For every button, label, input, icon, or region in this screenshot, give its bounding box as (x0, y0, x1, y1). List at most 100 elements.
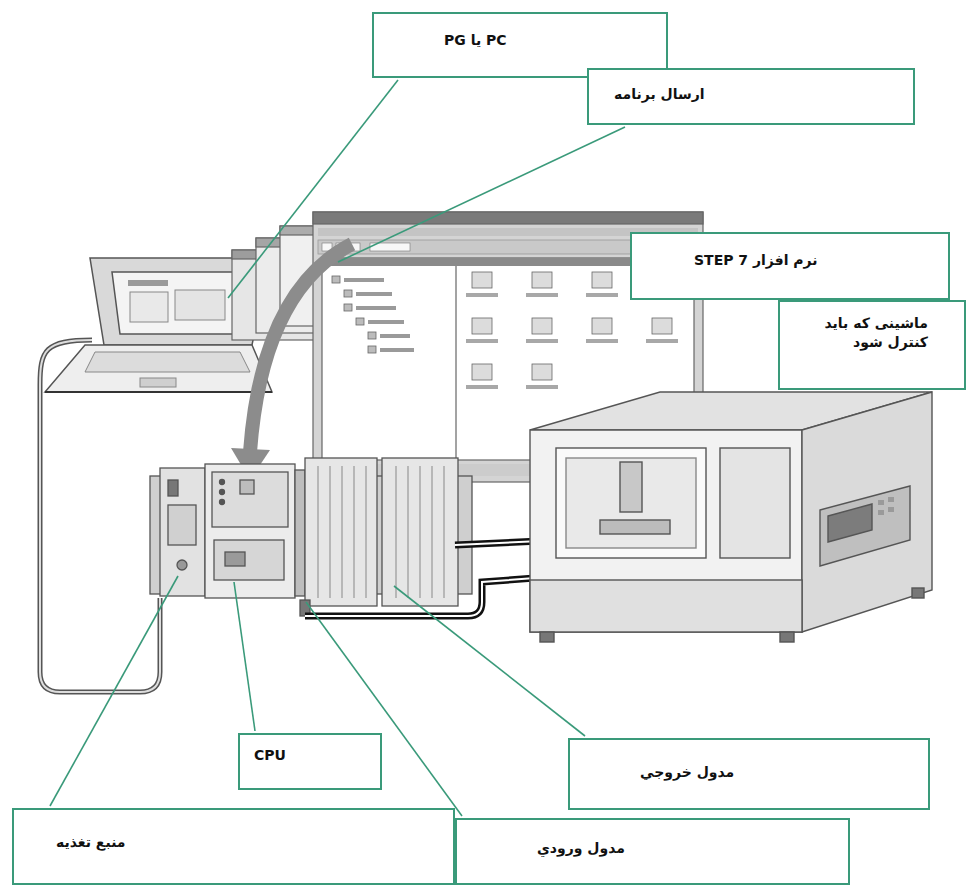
cnc-machine-part (878, 497, 894, 515)
plc-rack-part (160, 468, 205, 596)
software-window-part-part (526, 385, 558, 389)
laptop-part (85, 352, 250, 372)
plc-rack-part-part (420, 466, 421, 598)
machine-cable (305, 540, 562, 616)
software-window-part-part (466, 339, 498, 343)
software-window-part (332, 276, 376, 353)
software-window-part-part (532, 272, 552, 288)
software-window-part-part (344, 290, 352, 297)
software-window-part-part (532, 318, 552, 334)
cpu-label: CPU (238, 733, 382, 790)
software-window-part-part (472, 318, 492, 334)
software-window-part-part (380, 334, 410, 338)
cnc-machine-part (828, 504, 872, 542)
software-window-part-part (532, 364, 552, 380)
leader-line-part (394, 586, 585, 736)
input-module-label: مدول ورودي (455, 818, 850, 885)
label-text: مدول خروجي (640, 763, 734, 782)
plc-rack-part-part (342, 466, 343, 598)
plc-rack-part (205, 464, 295, 598)
label-text: CPU (254, 746, 286, 765)
software-window-part-part (356, 318, 364, 325)
software-window-part-part (368, 332, 376, 339)
machine-cable-part (305, 576, 562, 616)
laptop-part (140, 378, 176, 387)
machine-label: ماشینی که باید کنترل شود (778, 300, 966, 390)
leader-line (50, 80, 625, 816)
software-window-part-part (466, 385, 498, 389)
software-window-part-part (586, 339, 618, 343)
software-window-part-part (472, 364, 492, 380)
leader-line-part (228, 80, 398, 298)
label-text: مدول ورودي (537, 839, 625, 858)
plc-rack-part (214, 540, 284, 580)
label-text: منبع تغذیه (56, 833, 126, 852)
cnc-machine-part (780, 632, 794, 642)
plc-rack-part-part (408, 466, 409, 598)
leader-line-part (50, 576, 178, 806)
software-window-part (455, 258, 456, 460)
cnc-machine-part (566, 458, 696, 548)
cnc-machine-part (620, 462, 642, 512)
download-arrow-part (250, 244, 352, 452)
plc-rack-part (305, 458, 377, 606)
software-window-part (344, 278, 414, 352)
cnc-machine-part (540, 632, 554, 642)
software-window-part-part (526, 339, 558, 343)
software-window-part-part (646, 339, 678, 343)
software-label: نرم افزار STEP 7 (630, 232, 950, 300)
plc-rack-part (168, 505, 196, 545)
plc-rack-part-part (354, 466, 355, 598)
cnc-machine-part (530, 580, 802, 632)
software-window-part-part (526, 293, 558, 297)
plc-rack-part (240, 480, 254, 494)
software-window-part-part (652, 318, 672, 334)
cnc-machine-part (802, 392, 932, 632)
plc-rack-part (318, 466, 444, 598)
cnc-machine-part (720, 448, 790, 558)
software-window-part-part (368, 346, 376, 353)
plc-rack-part-part (396, 466, 397, 598)
software-window-part (466, 293, 678, 389)
cnc-machine (530, 392, 932, 642)
software-window-part-part (344, 278, 384, 282)
cnc-machine-part (530, 430, 802, 632)
laptop-part (175, 290, 225, 320)
plc-rack-part (177, 560, 187, 570)
laptop-part (130, 292, 168, 322)
plc-rack-part (168, 480, 178, 496)
cnc-machine-part (820, 486, 910, 566)
label-text: نرم افزار STEP 7 (694, 251, 818, 270)
plc-rack-part (220, 480, 225, 485)
software-window-part-part (332, 276, 340, 283)
leader-line-part (234, 582, 255, 731)
software-window-part-part (356, 306, 396, 310)
output-module-label: مدول خروجي (568, 738, 930, 810)
laptop-part (128, 280, 168, 286)
plc-rack-part (220, 500, 225, 505)
software-window-part-part (380, 348, 414, 352)
action-label: ارسال برنامه (587, 68, 915, 125)
cnc-machine-part-part (888, 507, 894, 512)
software-window-part-part (344, 304, 352, 311)
plc-rack-part (295, 470, 305, 596)
software-window-part-part (592, 318, 612, 334)
machine-cable-part (305, 576, 562, 616)
label-text: PC یا PG (444, 31, 507, 50)
plc-rack-part (220, 490, 225, 495)
cnc-machine-part-part (888, 497, 894, 502)
software-window-part-part (356, 292, 392, 296)
laptop-part (112, 272, 250, 334)
leader-line-part (338, 127, 625, 262)
software-window-part-part (592, 272, 612, 288)
plc-rack-part-part (318, 466, 319, 598)
power-supply-label: منبع تغذیه (12, 808, 455, 885)
plc-rack-part-part (330, 466, 331, 598)
plc-rack-part-part (444, 466, 445, 598)
software-window-part (313, 212, 703, 224)
label-text: ماشینی که باید کنترل شود (796, 314, 928, 352)
plc-rack-part (212, 472, 288, 527)
plc-rack-part (382, 458, 458, 606)
software-window-part-part (472, 272, 492, 288)
